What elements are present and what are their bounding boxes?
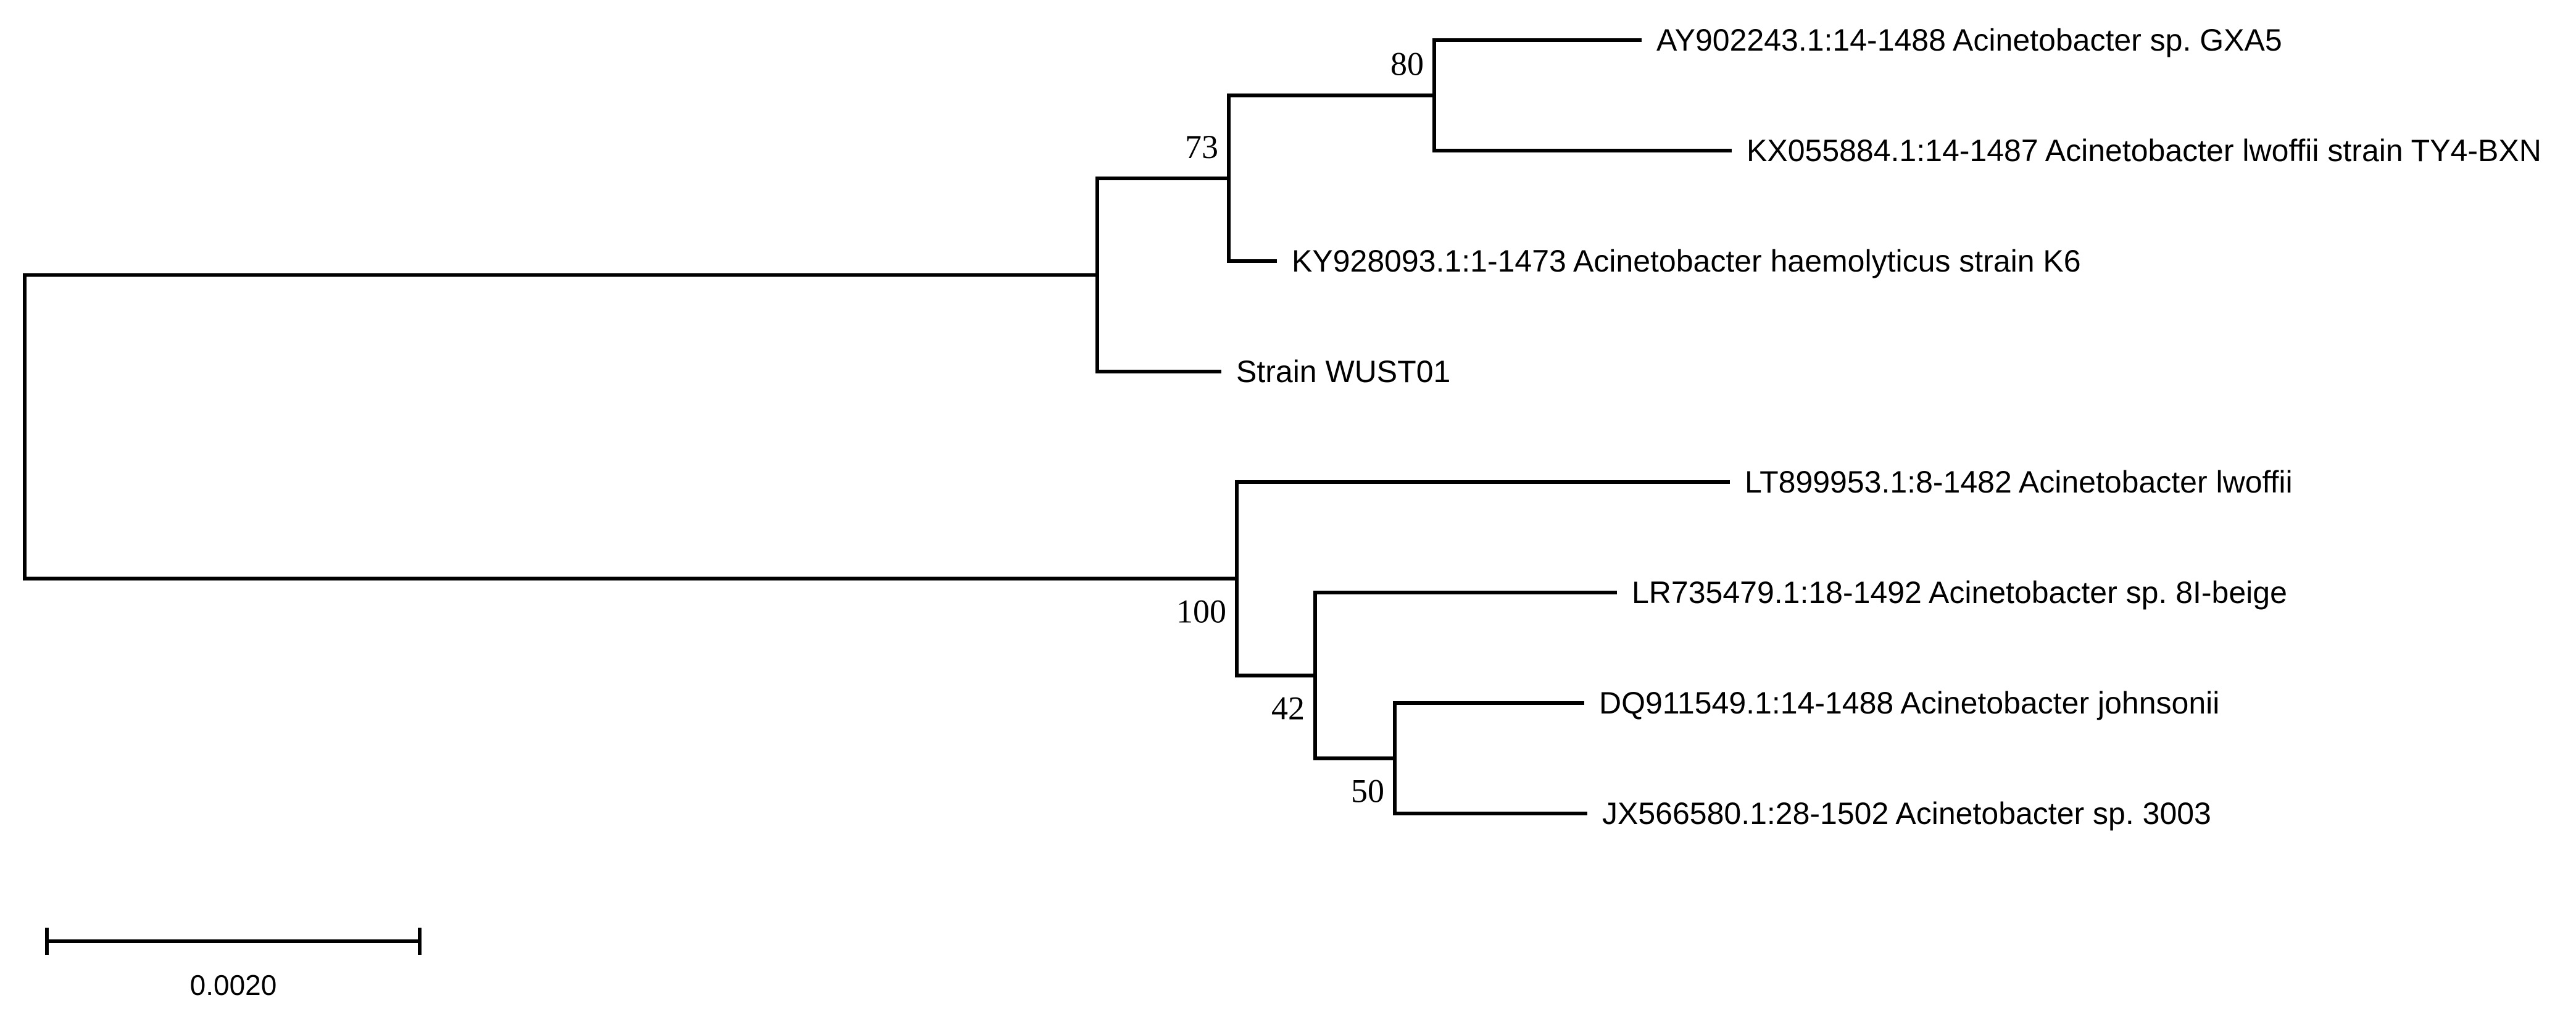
scale-bar-label: 0.0020: [190, 969, 277, 1001]
taxon-label: KY928093.1:1-1473 Acinetobacter haemolyt…: [1292, 244, 2081, 278]
taxon-label: KX055884.1:14-1487 Acinetobacter lwoffii…: [1747, 133, 2541, 168]
taxon-label: LR735479.1:18-1492 Acinetobacter sp. 8I-…: [1632, 575, 2287, 610]
bootstrap-value-label: 100: [1176, 593, 1226, 630]
taxon-label: AY902243.1:14-1488 Acinetobacter sp. GXA…: [1656, 23, 2282, 57]
tree-labels: AY902243.1:14-1488 Acinetobacter sp. GXA…: [1176, 23, 2541, 831]
bootstrap-value-label: 73: [1185, 128, 1218, 165]
scale-bar: 0.0020: [45, 928, 422, 1001]
bootstrap-value-label: 42: [1271, 689, 1305, 726]
taxon-label: DQ911549.1:14-1488 Acinetobacter johnson…: [1599, 686, 2219, 720]
bootstrap-value-label: 80: [1390, 46, 1424, 83]
taxon-label: LT899953.1:8-1482 Acinetobacter lwoffii: [1745, 465, 2293, 499]
taxon-label: JX566580.1:28-1502 Acinetobacter sp. 300…: [1602, 796, 2211, 831]
bootstrap-value-label: 50: [1351, 773, 1384, 810]
tree-branches: [23, 38, 1732, 815]
taxon-label: Strain WUST01: [1236, 354, 1450, 389]
